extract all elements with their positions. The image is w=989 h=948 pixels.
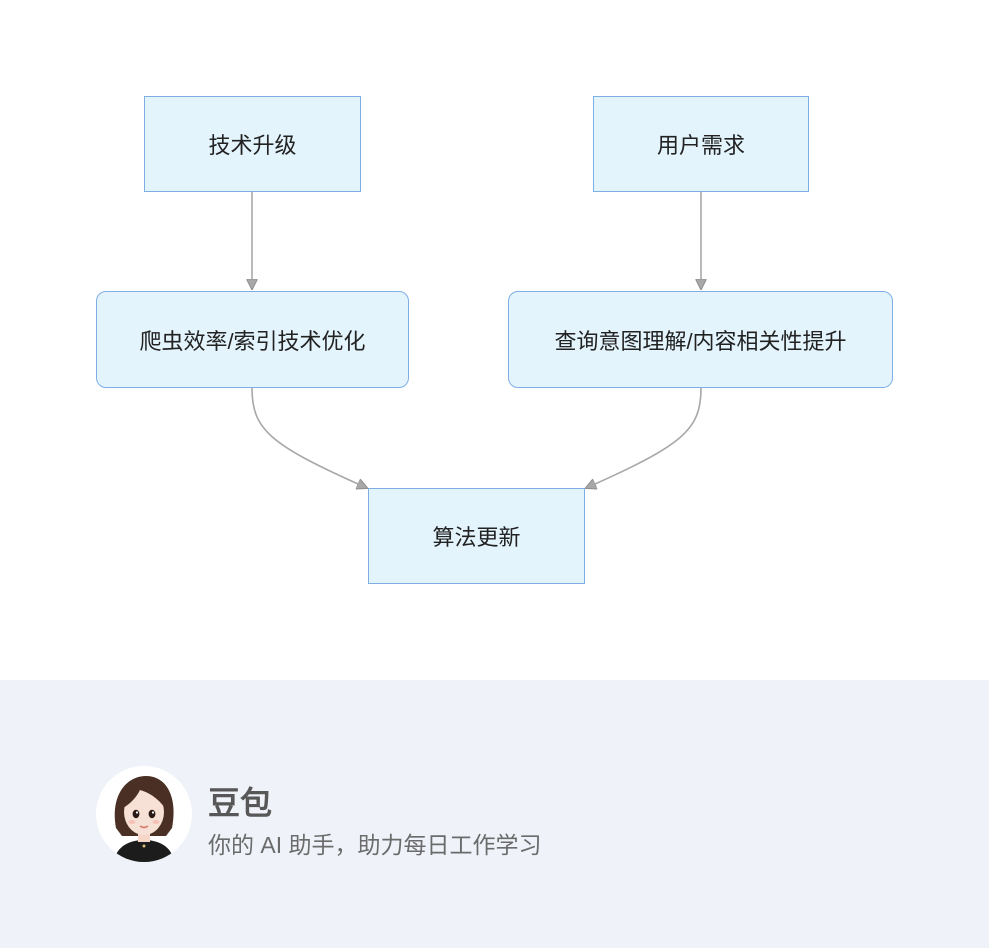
- node-query-intent-relevance: 查询意图理解/内容相关性提升: [508, 291, 893, 388]
- node-label: 爬虫效率/索引技术优化: [139, 328, 366, 354]
- node-crawl-index-optimization: 爬虫效率/索引技术优化: [96, 291, 409, 388]
- edge-crawl-to-algo: [251, 387, 367, 488]
- node-user-needs: 用户需求: [593, 96, 809, 192]
- node-tech-upgrade: 技术升级: [144, 96, 361, 192]
- flowchart: 技术升级 用户需求 爬虫效率/索引技术优化 查询意图理解/内容相关性提升 算法更…: [0, 96, 989, 680]
- brand-tagline: 你的 AI 助手，助力每日工作学习: [208, 832, 542, 858]
- node-label: 用户需求: [656, 133, 745, 158]
- brand-footer: 豆包 你的 AI 助手，助力每日工作学习: [0, 680, 989, 948]
- node-label: 算法更新: [432, 525, 521, 550]
- girl-avatar-icon: [96, 766, 192, 862]
- brand-name: 豆包: [208, 785, 273, 821]
- node-algorithm-update: 算法更新: [368, 488, 585, 584]
- edges-layer: [0, 192, 989, 680]
- edge-query-to-algo: [586, 387, 702, 488]
- node-label: 查询意图理解/内容相关性提升: [554, 328, 847, 354]
- node-label: 技术升级: [208, 133, 297, 158]
